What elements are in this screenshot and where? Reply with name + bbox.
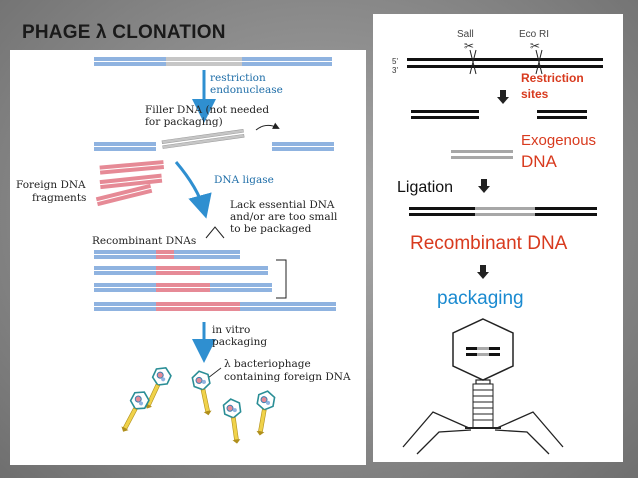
restriction-label-2: endonuclease <box>210 84 283 96</box>
sall-label: Sall <box>457 29 474 40</box>
recombinant-dna-row-3 <box>94 283 272 292</box>
exogenous-label-2: DNA <box>521 152 558 171</box>
lambda-cloning-diagram: restriction endonuclease Filler DNA (not… <box>16 57 351 444</box>
invitro-label-2: packaging <box>212 336 267 348</box>
foreign-dna-label-2: fragments <box>32 192 86 204</box>
recombinant-label: Recombinant DNAs <box>92 235 196 247</box>
foreign-dna-label-1: Foreign DNA <box>16 179 86 191</box>
recombinant-dna-row-1 <box>94 250 240 259</box>
slide-title: PHAGE λ CLONATION <box>22 22 226 43</box>
phage-particle <box>222 398 242 444</box>
filler-discard-arrow <box>255 122 280 131</box>
lambda-phage-particles <box>121 366 276 444</box>
filler-label-1: Filler DNA (not needed <box>145 104 269 116</box>
scissors-icon-1: ✂ <box>464 39 474 53</box>
recombinant-dna-label: Recombinant DNA <box>410 233 568 254</box>
vector-dna-cut <box>411 110 587 119</box>
phage-particle <box>256 390 276 436</box>
arrow-ligase <box>174 161 212 219</box>
invitro-label-1: in vitro <box>212 324 250 336</box>
lack-dna-label-2: and/or are too small <box>230 211 338 223</box>
recombinant-dna-strand <box>409 207 597 216</box>
exogenous-dna <box>451 150 513 159</box>
lack-pointer <box>205 226 225 239</box>
lambda-arms-cut <box>94 142 334 151</box>
restriction-label-1: restriction <box>210 72 266 84</box>
filler-dna-fragment <box>161 129 245 149</box>
lack-dna-label-3: to be packaged <box>230 223 312 235</box>
phage-particle <box>191 370 212 416</box>
cloning-scheme-panel: Sall Eco RI ✂ ✂ 5' 3' Restriction sites … <box>373 14 623 462</box>
phage-label-2: containing foreign DNA <box>224 371 351 383</box>
recombinant-dna-row-2 <box>94 266 268 275</box>
recombinant-dna-row-4 <box>94 302 336 311</box>
scissors-icon-2: ✂ <box>530 39 540 53</box>
end-5-label: 5' <box>392 57 398 66</box>
ligation-label: Ligation <box>397 179 453 196</box>
lambda-cloning-diagram-panel: restriction endonuclease Filler DNA (not… <box>10 50 366 465</box>
ecori-label: Eco RI <box>519 29 549 40</box>
arrow-down-3 <box>477 265 489 279</box>
filler-label-2: for packaging) <box>145 116 223 128</box>
phage-label-1: λ bacteriophage <box>224 358 311 370</box>
packaging-label: packaging <box>437 288 524 309</box>
bacteriophage-icon <box>402 318 564 455</box>
phage-particle <box>121 391 150 432</box>
arrow-down-2 <box>478 179 490 193</box>
restriction-sites-label-2: sites <box>521 87 549 101</box>
lack-bracket <box>276 259 287 299</box>
exogenous-label-1: Exogenous <box>521 132 596 149</box>
arrow-down-1 <box>497 90 509 104</box>
phage-label-pointer <box>207 367 222 379</box>
cloning-scheme: Sall Eco RI ✂ ✂ 5' 3' Restriction sites … <box>392 29 603 455</box>
lack-dna-label-1: Lack essential DNA <box>230 199 335 211</box>
foreign-dna-fragments <box>95 160 165 207</box>
end-3-label: 3' <box>392 66 398 75</box>
lambda-dna-top <box>94 57 332 66</box>
vector-dna-uncut <box>407 49 603 75</box>
restriction-sites-label-1: Restriction <box>521 71 584 85</box>
ligase-label: DNA ligase <box>214 174 274 186</box>
